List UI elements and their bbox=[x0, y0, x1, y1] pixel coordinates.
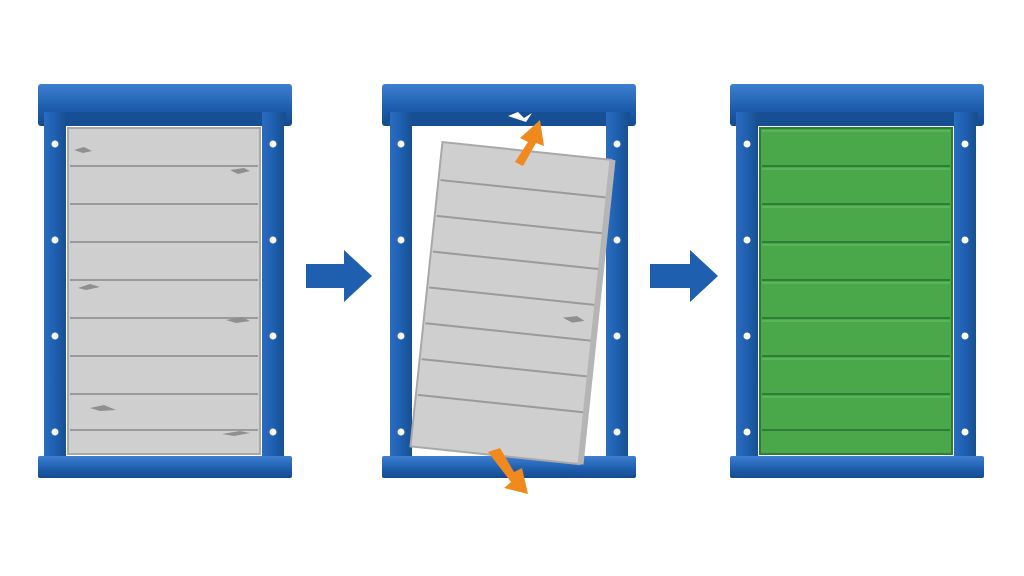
frame-right-post bbox=[262, 112, 284, 462]
damage-marks bbox=[562, 316, 585, 323]
frame-left-post bbox=[390, 112, 412, 462]
bolt-holes bbox=[743, 140, 969, 436]
step-damaged-panel bbox=[38, 84, 292, 478]
frame-top-beam-lip bbox=[388, 112, 630, 126]
beam-crack bbox=[508, 112, 532, 122]
step-arrow-icon bbox=[650, 250, 718, 302]
frame-top-beam-lip bbox=[736, 112, 978, 126]
frame-bottom-beam bbox=[38, 456, 292, 478]
panel-highlights bbox=[762, 130, 950, 398]
panel-slat-lines bbox=[70, 165, 258, 431]
frame-left-post bbox=[44, 112, 66, 462]
bolt-holes bbox=[51, 140, 277, 436]
step-arrow-icon bbox=[306, 250, 372, 302]
frame-left-post bbox=[736, 112, 758, 462]
motion-arrow-up-icon bbox=[515, 120, 544, 166]
damage-marks bbox=[74, 147, 250, 436]
removed-panel bbox=[409, 140, 616, 466]
old-panel bbox=[67, 127, 261, 455]
frame bbox=[38, 84, 292, 478]
new-panel bbox=[759, 127, 953, 455]
frame-right-post bbox=[954, 112, 976, 462]
motion-arrow-down-icon bbox=[488, 448, 528, 494]
step-panel-removal bbox=[382, 84, 636, 494]
frame-right-post bbox=[606, 112, 628, 462]
panel-slat-lines bbox=[762, 165, 950, 431]
step-new-panel-installed bbox=[730, 84, 984, 478]
bolt-holes bbox=[397, 140, 621, 436]
frame bbox=[730, 84, 984, 478]
frame-bottom-beam bbox=[730, 456, 984, 478]
panel-slat-lines bbox=[417, 179, 606, 414]
frame-top-beam-lip bbox=[44, 112, 286, 126]
